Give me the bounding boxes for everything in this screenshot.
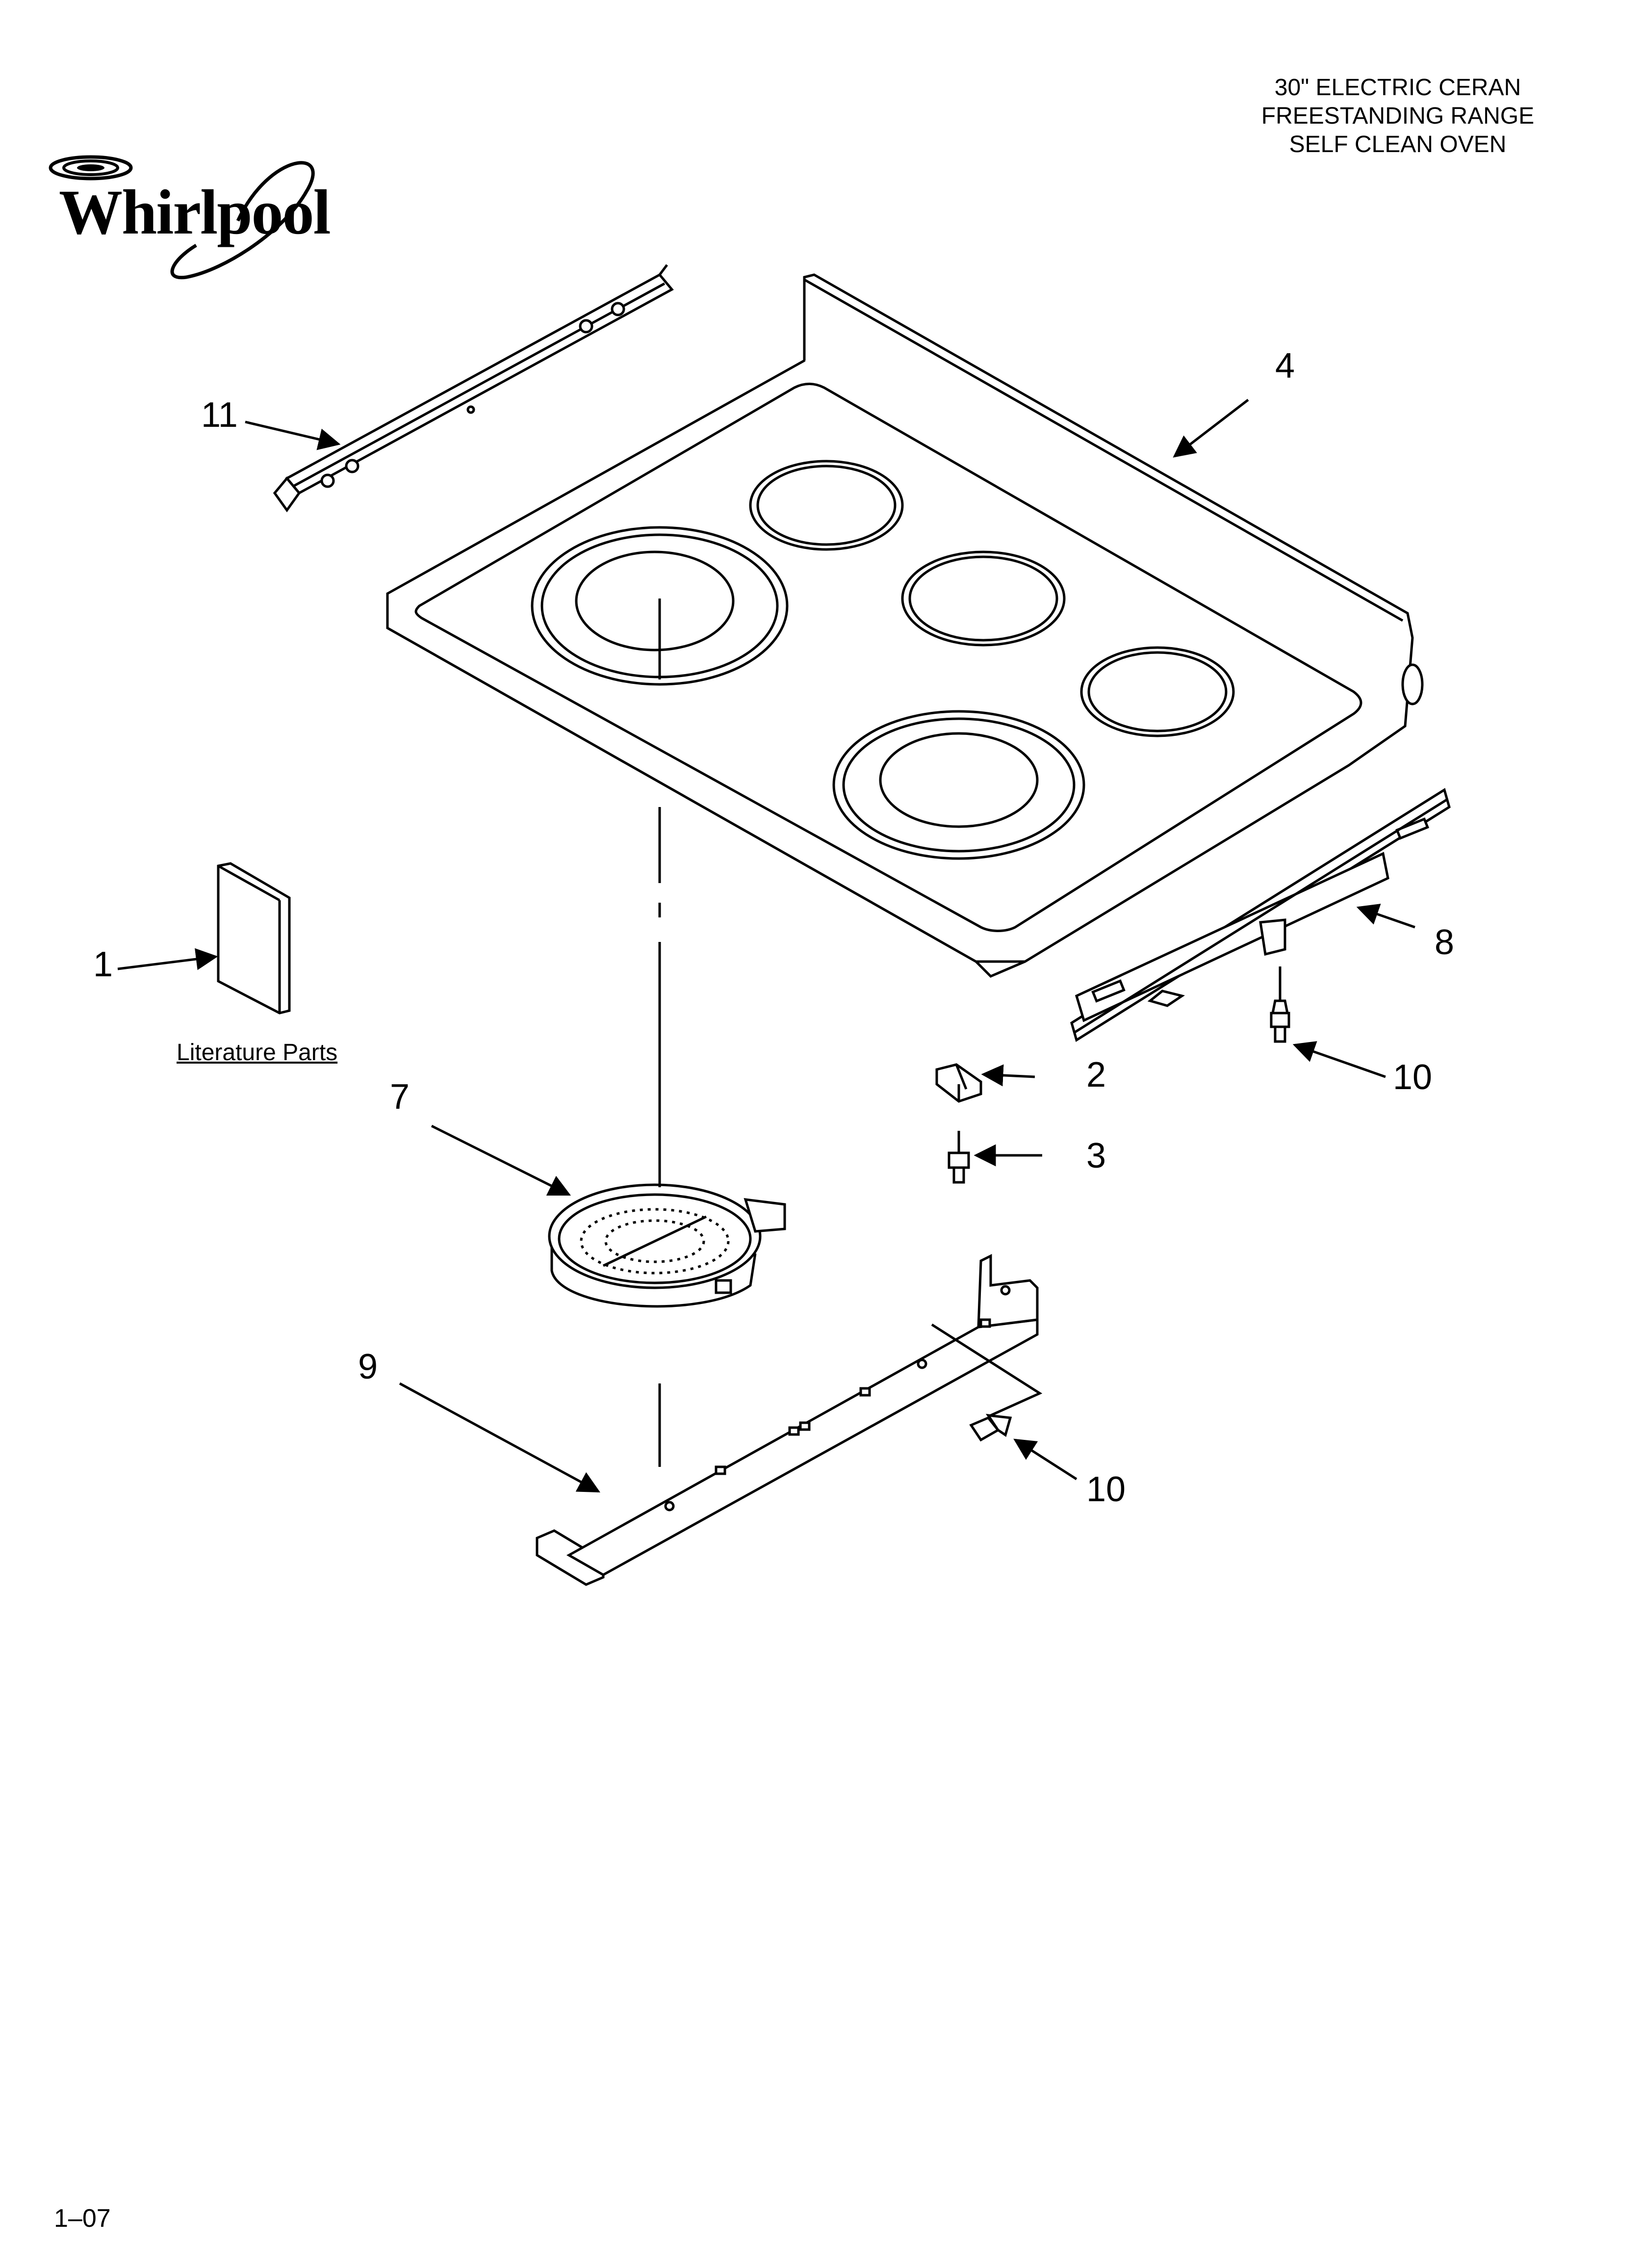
logo-swirl-icon (49, 155, 315, 280)
callout-11: 11 (201, 395, 238, 435)
radiant-element (548, 1183, 786, 1308)
title-line-1: 30" ELECTRIC CERAN (1274, 75, 1521, 101)
title-line-3: SELF CLEAN OVEN (1289, 131, 1507, 157)
callout-3: 3 (1086, 1136, 1106, 1175)
front-bracket (1070, 788, 1451, 1042)
callout-leaders (117, 399, 1415, 1493)
diagram-title: 30" ELECTRIC CERAN FREESTANDING RANGE SE… (1148, 74, 1642, 159)
screw-part-10-upper (1270, 966, 1290, 1043)
callout-2: 2 (1086, 1055, 1106, 1095)
literature-parts-label: Literature Parts (177, 1040, 338, 1066)
rear-bracket (273, 264, 674, 513)
element-support-bracket (536, 1253, 1039, 1586)
whirlpool-logo: Whirlpool (39, 137, 334, 285)
cooktop (386, 273, 1424, 978)
callout-10-upper: 10 (1393, 1058, 1433, 1097)
title-line-2: FREESTANDING RANGE (1261, 103, 1535, 129)
callout-9: 9 (358, 1347, 378, 1386)
page-code: 1–07 (54, 2204, 111, 2233)
logo-wordmark: Whirlpool (59, 177, 331, 248)
clip (935, 1063, 982, 1103)
literature-parts-booklet (217, 862, 291, 1015)
callout-10-lower: 10 (1086, 1470, 1126, 1509)
callout-4: 4 (1275, 346, 1295, 386)
callout-8: 8 (1435, 923, 1455, 962)
screw-part-3 (948, 1131, 970, 1184)
screw-part-10-lower (969, 1413, 1012, 1442)
callout-7: 7 (390, 1077, 410, 1117)
assembly-guides (658, 807, 1043, 1467)
callout-1: 1 (93, 945, 113, 984)
